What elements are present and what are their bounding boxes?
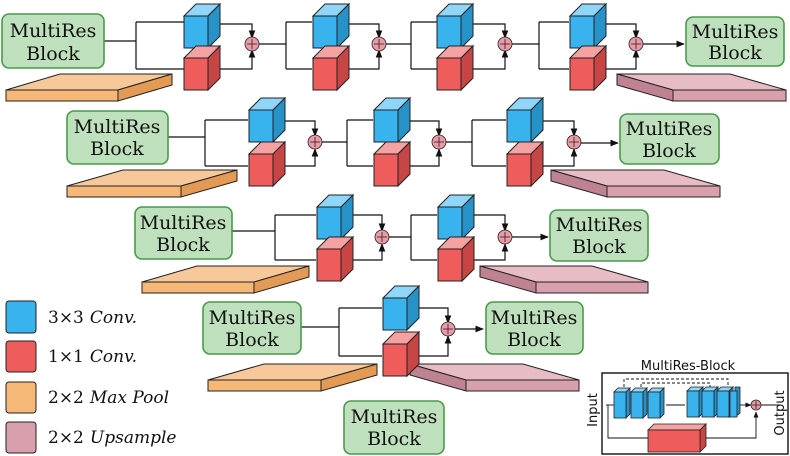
multires-block-bridge: MultiRes Block	[343, 400, 445, 455]
inset-conv3x3-group-2	[686, 386, 741, 418]
max-pool-slab-4	[207, 363, 378, 392]
multires-block-dec-4: MultiRes Block	[485, 301, 584, 355]
svg-text:Block: Block	[708, 42, 762, 64]
inset-output-label: Output	[773, 390, 788, 435]
multires-block-enc-4: MultiRes Block	[202, 301, 302, 355]
multires-block-enc-1: MultiRes Block	[1, 13, 105, 69]
add-icon	[371, 36, 387, 52]
max-pool-slab-3	[141, 265, 310, 294]
add-icon	[374, 229, 390, 245]
respath-lines	[104, 21, 685, 357]
add-icon	[628, 36, 644, 52]
conv1x1-cube	[505, 140, 545, 188]
conv3x3-cube	[372, 96, 412, 144]
max-pool-slab-1	[5, 73, 173, 102]
conv3x3-cube	[436, 193, 476, 241]
conv3x3-cube	[505, 96, 545, 144]
svg-text:MultiRes: MultiRes	[74, 116, 161, 138]
add-icon	[497, 36, 513, 52]
inset-title: MultiRes-Block	[641, 359, 736, 374]
conv1x1-cube	[436, 235, 476, 283]
conv3x3-cube	[568, 2, 608, 50]
respath-2-conv-units	[247, 96, 545, 188]
conv1x1-cube	[568, 44, 608, 92]
svg-text:MultiRes: MultiRes	[692, 21, 779, 43]
respath-3-conv-units	[315, 193, 476, 283]
svg-text:MultiRes: MultiRes	[556, 214, 643, 236]
respath-4-conv-units	[381, 284, 421, 378]
add-icon	[497, 229, 513, 245]
svg-text:MultiRes: MultiRes	[10, 20, 97, 42]
conv1x1-cube	[372, 140, 412, 188]
conv1x1-cube	[182, 44, 222, 92]
inset-input-label: Input	[586, 393, 601, 427]
conv1x1-cube	[311, 44, 351, 92]
conv3x3-cube	[381, 284, 421, 332]
conv1x1-cube	[381, 330, 421, 378]
upsample-slab-4	[409, 363, 580, 392]
inset-conv3x3-group-1	[613, 387, 665, 419]
multires-block-enc-3: MultiRes Block	[134, 206, 233, 260]
svg-text:Block: Block	[367, 428, 421, 450]
svg-text:MultiRes: MultiRes	[140, 212, 227, 234]
upsample-slab-2	[550, 169, 721, 198]
add-icon	[307, 134, 323, 150]
svg-text:Block: Block	[26, 43, 80, 65]
add-icon	[431, 134, 447, 150]
svg-text:MultiRes: MultiRes	[351, 406, 438, 428]
multires-block-dec-1: MultiRes Block	[685, 16, 785, 67]
multires-block-enc-2: MultiRes Block	[66, 110, 169, 165]
inset-conv1x1-cube	[647, 423, 707, 453]
svg-text:MultiRes: MultiRes	[491, 307, 578, 329]
svg-text:Block: Block	[225, 329, 279, 351]
respath-1-conv-units	[182, 2, 608, 92]
add-icon	[566, 134, 582, 150]
add-icon	[440, 321, 456, 337]
svg-text:Block: Block	[156, 234, 210, 256]
conv1x1-cube	[435, 44, 475, 92]
svg-text:Block: Block	[572, 236, 626, 258]
conv1x1-cube	[315, 235, 355, 283]
conv1x1-cube	[247, 140, 287, 188]
multires-block-dec-2: MultiRes Block	[619, 113, 720, 165]
add-icon	[750, 399, 762, 411]
max-pool-slab-2	[66, 169, 238, 198]
conv3x3-cube	[247, 96, 287, 144]
conv3x3-cube	[315, 193, 355, 241]
svg-text:Block: Block	[90, 138, 144, 160]
conv3x3-cube	[182, 2, 222, 50]
conv3x3-cube	[311, 2, 351, 50]
svg-text:Block: Block	[642, 140, 696, 162]
svg-text:MultiRes: MultiRes	[209, 307, 296, 329]
multires-block-dec-3: MultiRes Block	[549, 209, 649, 262]
add-icon	[244, 36, 260, 52]
add-nodes	[244, 36, 644, 337]
upsample-slab-3	[479, 265, 649, 294]
multires-block-inset: MultiRes-Block Input Output	[586, 359, 789, 455]
svg-text:MultiRes: MultiRes	[626, 118, 713, 140]
conv3x3-cube	[435, 2, 475, 50]
upsample-slab-1	[616, 73, 787, 102]
svg-text:Block: Block	[507, 329, 561, 351]
